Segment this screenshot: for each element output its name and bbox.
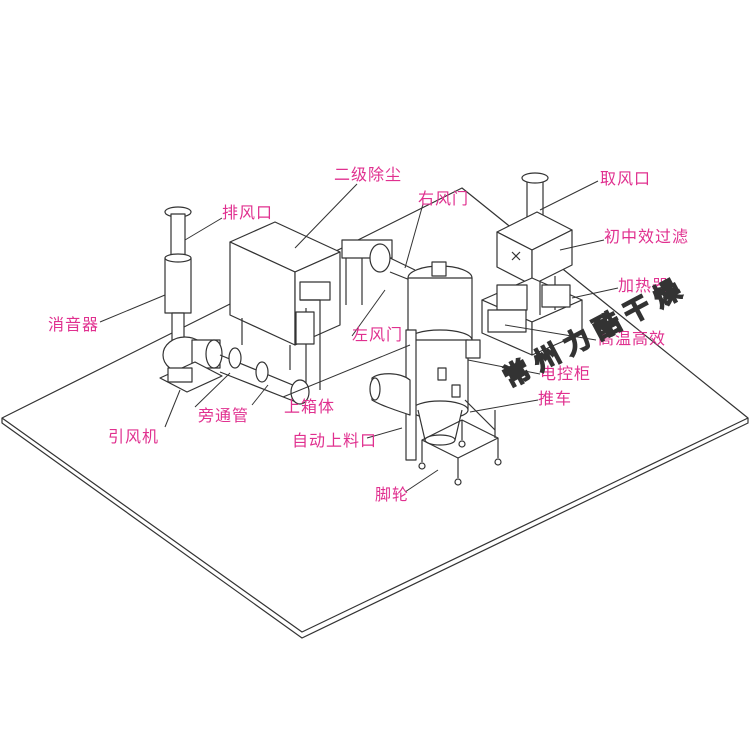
label-hepa: 高温高效 bbox=[598, 329, 667, 348]
label-bypass-pipe: 旁通管 bbox=[198, 406, 250, 425]
label-primary-filter: 初中效过滤 bbox=[604, 227, 690, 246]
label-upper-box: 上箱体 bbox=[284, 397, 336, 416]
label-right-damper: 右风门 bbox=[418, 189, 470, 208]
label-auto-feed: 自动上料口 bbox=[292, 431, 378, 450]
fan-unit bbox=[159, 336, 223, 393]
label-air-intake: 取风口 bbox=[600, 169, 652, 188]
dryer-tower bbox=[407, 261, 481, 446]
label-fan: 引风机 bbox=[108, 427, 160, 446]
label-heater: 加热器 bbox=[618, 276, 670, 295]
label-control-cabinet: 电控柜 bbox=[540, 364, 592, 383]
air-intake-unit bbox=[481, 172, 583, 356]
label-casters: 脚轮 bbox=[375, 485, 410, 504]
label-left-damper: 左风门 bbox=[352, 325, 404, 344]
label-cart: 推车 bbox=[538, 389, 573, 408]
label-muffler: 消音器 bbox=[48, 315, 100, 334]
leader-lines bbox=[99, 180, 619, 493]
ducting bbox=[219, 239, 416, 405]
cart bbox=[418, 399, 502, 486]
label-exhaust-outlet: 排风口 bbox=[222, 203, 274, 222]
auto-feeder bbox=[369, 329, 417, 461]
dust-collector bbox=[229, 221, 341, 370]
label-two-stage-dust: 二级除尘 bbox=[334, 165, 403, 184]
